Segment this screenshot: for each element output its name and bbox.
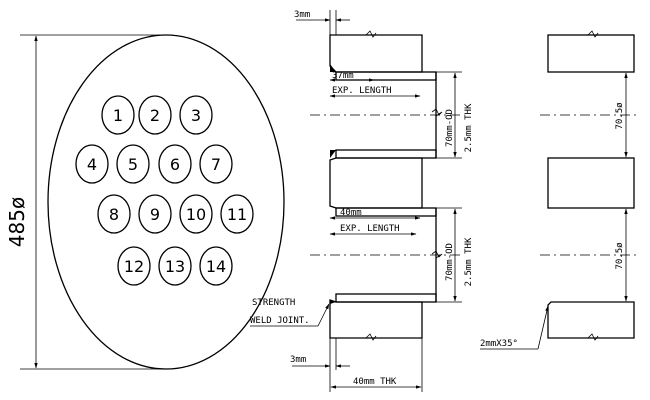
tube-number: 10 (186, 205, 206, 224)
tube-hole: 13 (158, 246, 192, 286)
plate-block-top (329, 34, 423, 73)
bore-view: 70.5ø 70.5ø 2mmX35° (480, 30, 640, 350)
tube-hole: 12 (117, 246, 151, 286)
tube-number: 9 (150, 205, 160, 224)
tube-number: 12 (124, 257, 144, 276)
tube-number: 13 (165, 257, 185, 276)
upper-tube-thk: 2.5mm THK (464, 103, 474, 152)
lower-bore-dim: 70.5ø (615, 242, 625, 270)
tube-sheet-plate: 485ø (5, 34, 285, 370)
tube-hole: 7 (199, 144, 233, 184)
break-mark (365, 333, 377, 341)
break-mark (365, 30, 377, 38)
tube-number: 11 (227, 205, 247, 224)
tube-wall-upper-bottom (335, 149, 437, 159)
lower-tube-thk: 2.5mm THK (464, 237, 474, 286)
section-view: 3mm 37mm EXP. LENGTH 70mm-OD 2.5mm THK 4… (250, 10, 474, 392)
tube-hole: 2 (138, 95, 172, 135)
tube-hole: 9 (138, 194, 172, 234)
tube-hole: 1 (101, 95, 135, 135)
bore-block-middle (547, 157, 635, 209)
plate-block-bottom (329, 299, 423, 339)
weld-note-line1: STRENGTH (252, 298, 295, 308)
upper-tube-od: 70mm-OD (445, 109, 455, 147)
bore-block-top (547, 34, 635, 73)
tube-number: 7 (211, 155, 221, 174)
lower-length-caption: EXP. LENGTH (340, 224, 400, 234)
chamfer-label: 2mmX35° (480, 339, 518, 349)
bore-block-bottom (547, 301, 635, 339)
tube-hole: 10 (179, 194, 213, 234)
upper-length-dim: 37mm (332, 71, 354, 81)
tube-number: 4 (87, 155, 97, 174)
plate-thickness-label: 40mm THK (353, 377, 397, 387)
upper-length-caption: EXP. LENGTH (332, 86, 392, 96)
tube-number: 14 (206, 257, 226, 276)
tube-number: 8 (109, 205, 119, 224)
plate-block-middle (329, 157, 423, 209)
tube-holes: 1 2 3 4 5 6 7 8 (75, 95, 254, 286)
tube-hole: 8 (97, 194, 131, 234)
tube-number: 2 (150, 106, 160, 125)
tube-hole: 11 (220, 194, 254, 234)
tube-hole: 6 (158, 144, 192, 184)
tube-number: 1 (113, 106, 123, 125)
tube-wall-lower-bottom (335, 293, 437, 303)
tube-hole: 4 (75, 144, 109, 184)
lower-tube-od: 70mm-OD (445, 243, 455, 281)
lower-length-dim: 40mm (340, 208, 362, 218)
tube-hole: 5 (116, 144, 150, 184)
tube-number: 6 (170, 155, 180, 174)
weld-gap-bottom-label: 3mm (290, 355, 306, 365)
plate-outline (47, 34, 285, 370)
upper-bore-dim: 70.5ø (615, 102, 625, 130)
tube-hole: 3 (179, 95, 213, 135)
plate-diameter-label: 485ø (5, 197, 29, 247)
tube-number: 5 (128, 155, 138, 174)
weld-note-line2: WELD JOINT. (250, 316, 310, 326)
weld-gap-top-label: 3mm (294, 10, 310, 20)
tube-number: 3 (191, 106, 201, 125)
tube-hole: 14 (199, 246, 233, 286)
